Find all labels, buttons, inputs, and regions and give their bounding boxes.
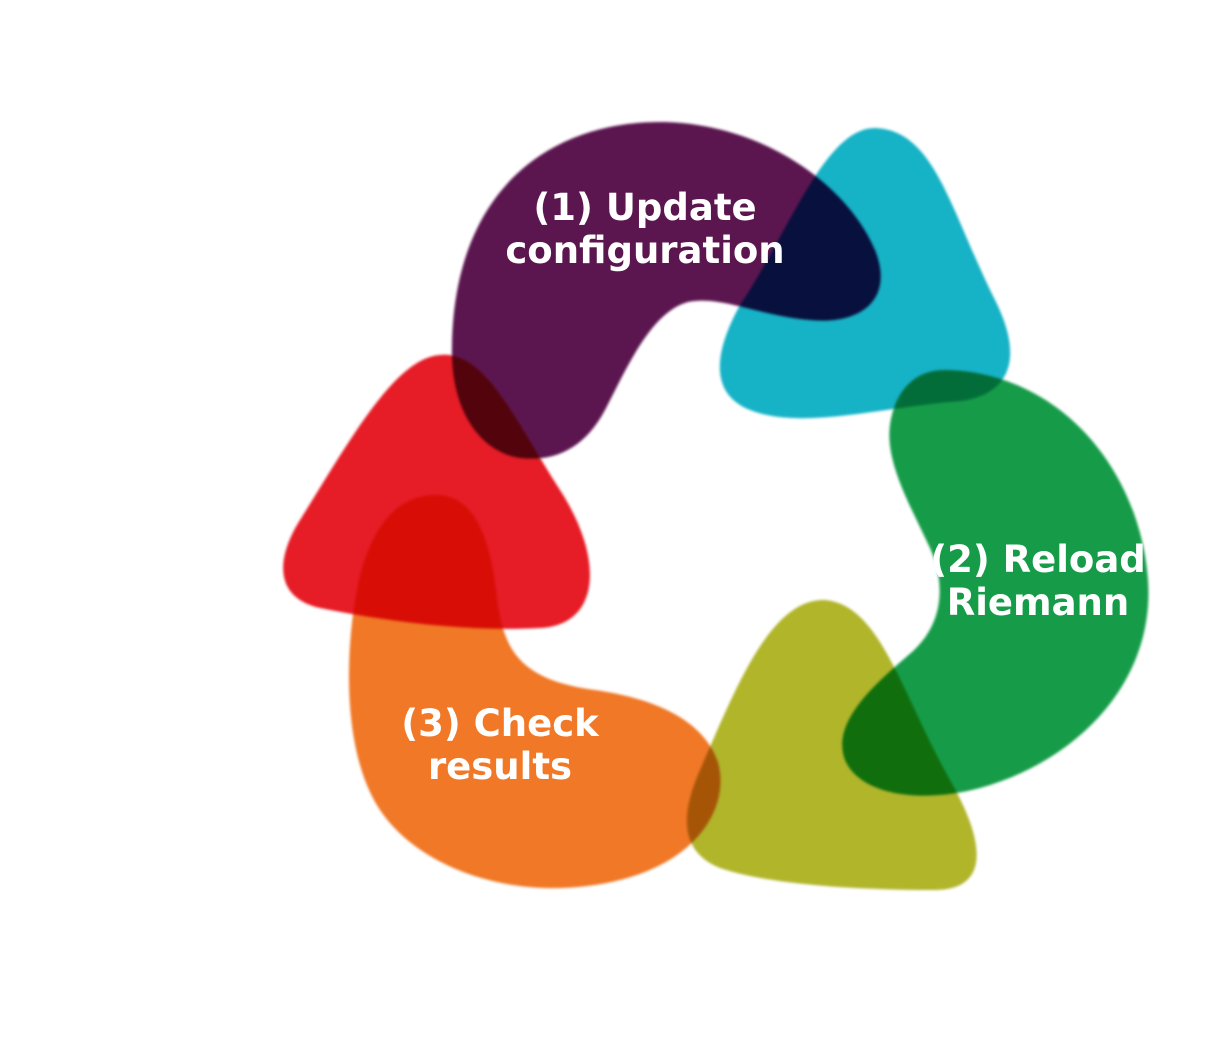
- step-2-line-1: (2) Reload: [930, 538, 1146, 581]
- arc-reload-riemann: [842, 370, 1149, 796]
- arc-update-configuration: [451, 121, 881, 459]
- arrowhead-olive: [686, 599, 977, 890]
- step-1-line-2: configuration: [505, 229, 785, 272]
- arc-check-results: [348, 494, 721, 889]
- step-label-check-results: (3) Check results: [380, 702, 620, 788]
- step-label-reload-riemann: (2) Reload Riemann: [918, 538, 1158, 624]
- step-1-line-1: (1) Update: [533, 186, 757, 229]
- step-label-update-configuration: (1) Update configuration: [495, 186, 795, 272]
- step-3-line-1: (3) Check: [401, 702, 599, 745]
- step-2-line-2: Riemann: [946, 581, 1130, 624]
- step-3-line-2: results: [427, 745, 573, 788]
